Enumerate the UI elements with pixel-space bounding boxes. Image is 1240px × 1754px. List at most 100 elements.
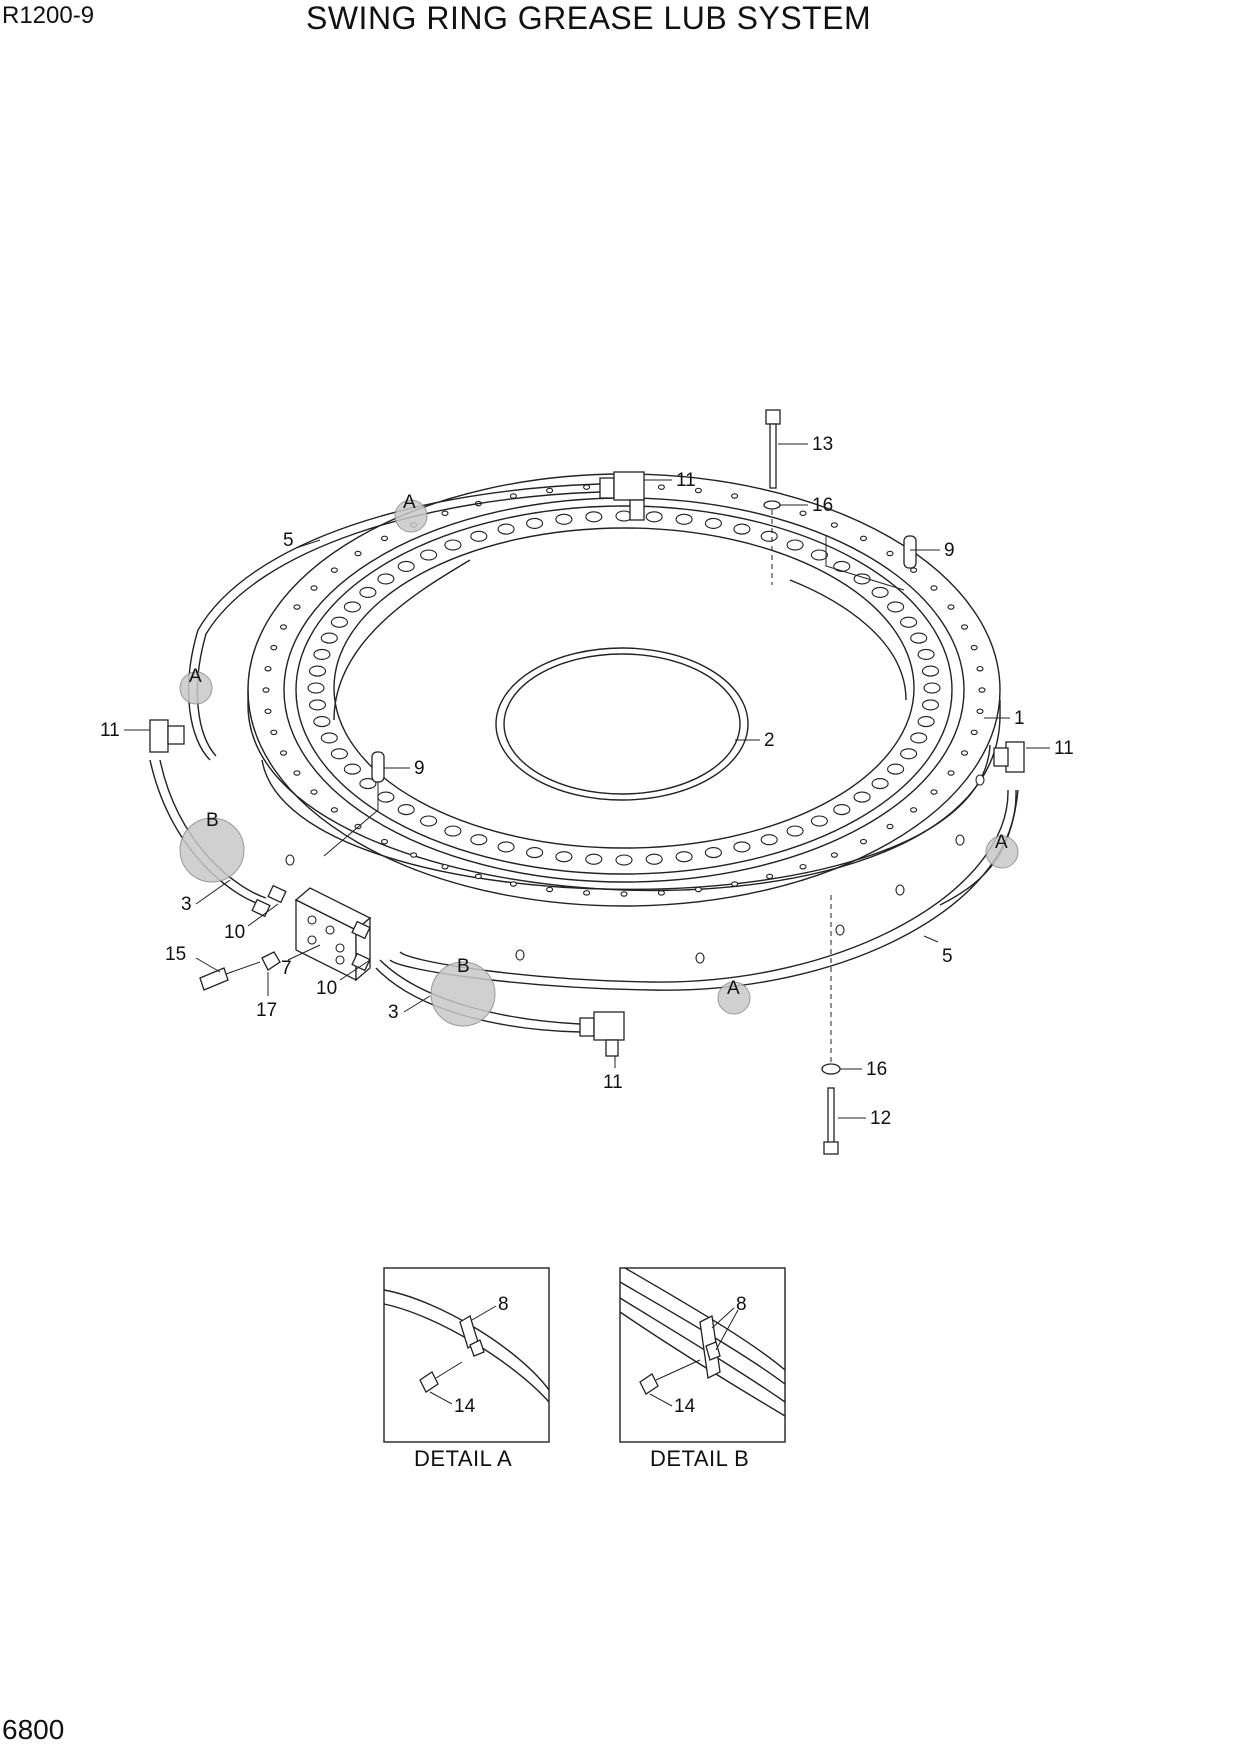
side-hole bbox=[285, 854, 295, 866]
bolt-hole bbox=[657, 484, 665, 490]
bolt-hole bbox=[313, 648, 331, 660]
bolt-hole bbox=[279, 750, 288, 756]
bolt-hole bbox=[930, 585, 938, 591]
zone-a-front: A bbox=[727, 978, 740, 999]
detail-a-callout-14: 14 bbox=[454, 1396, 476, 1417]
bolt-hole bbox=[330, 616, 348, 628]
bolt-hole bbox=[859, 535, 868, 542]
bolt-12 bbox=[823, 1087, 839, 1155]
bolt-hole bbox=[799, 510, 807, 517]
bolt-hole bbox=[546, 886, 554, 893]
bolt-hole bbox=[830, 522, 838, 528]
callout-1: 1 bbox=[1014, 708, 1025, 729]
bolt-hole bbox=[886, 550, 894, 557]
grease-line-upper bbox=[187, 483, 601, 761]
bolt-hole bbox=[731, 493, 739, 499]
bolt-hole bbox=[675, 513, 693, 525]
bolt-hole bbox=[921, 699, 940, 711]
bolt-hole bbox=[970, 729, 978, 736]
bolt-hole bbox=[871, 778, 889, 790]
bolt-hole bbox=[330, 748, 348, 760]
bolt-hole bbox=[760, 530, 778, 542]
zone-a-left: A bbox=[189, 666, 202, 687]
bolt-hole bbox=[307, 682, 325, 694]
bolt-15 bbox=[199, 961, 261, 991]
callout-11-front: 11 bbox=[603, 1072, 623, 1093]
bolt-hole bbox=[330, 807, 338, 813]
bolt-hole bbox=[330, 567, 338, 573]
bolt-hole bbox=[470, 530, 488, 542]
side-hole bbox=[835, 924, 845, 936]
side-hole bbox=[955, 834, 965, 846]
callout-16-top: 16 bbox=[812, 495, 833, 516]
leader-lines bbox=[124, 443, 1050, 1119]
model-number: R1200-9 bbox=[2, 2, 95, 29]
bolt-hole bbox=[871, 586, 889, 598]
bolt-hole bbox=[585, 511, 603, 523]
bolt-hole bbox=[410, 852, 418, 858]
bolt-hole bbox=[887, 763, 905, 775]
bolt-hole bbox=[760, 834, 778, 846]
zone-b-front: B bbox=[457, 956, 470, 977]
bolt-hole bbox=[441, 510, 449, 517]
bolt-hole bbox=[380, 838, 389, 845]
washer-16-bottom bbox=[821, 1063, 841, 1075]
page-number: 6800 bbox=[2, 1714, 65, 1745]
bolt-hole bbox=[917, 648, 935, 660]
grease-nipple-17 bbox=[261, 951, 281, 971]
swing-ring bbox=[247, 473, 1001, 964]
bolt-hole bbox=[886, 823, 894, 830]
bolt-hole bbox=[310, 585, 318, 591]
bolt-hole bbox=[380, 535, 389, 542]
side-hole bbox=[895, 884, 905, 896]
bolt-hole bbox=[900, 748, 918, 760]
bolt-hole bbox=[270, 729, 278, 736]
detail-b-panel: 8 14 bbox=[619, 1267, 786, 1443]
zone-a-top: A bbox=[403, 492, 416, 513]
bolt-hole bbox=[704, 847, 722, 859]
callout-5-upper: 5 bbox=[283, 530, 294, 551]
elbow-fitting-left bbox=[149, 719, 185, 753]
bolt-hole bbox=[262, 687, 270, 693]
bolt-hole bbox=[293, 770, 301, 776]
bolt-hole bbox=[694, 487, 702, 494]
callout-11-left: 11 bbox=[100, 720, 120, 741]
bolt-hole bbox=[910, 632, 928, 644]
bolt-hole bbox=[420, 549, 438, 561]
bolt-hole bbox=[441, 863, 449, 870]
bolt-hole bbox=[526, 517, 544, 529]
bolt-hole bbox=[343, 601, 361, 613]
zone-letters: A A A A B B bbox=[189, 492, 1008, 999]
page-title: SWING RING GREASE LUB SYSTEM bbox=[306, 0, 872, 36]
bolt-hole bbox=[733, 841, 751, 853]
bolt-hole bbox=[733, 523, 751, 535]
bolt-hole bbox=[359, 778, 377, 790]
outer-bolt-holes bbox=[262, 483, 986, 897]
bolt-hole bbox=[923, 682, 941, 694]
bolt-hole bbox=[377, 791, 395, 803]
plug-9-right bbox=[903, 535, 917, 569]
bolt-hole bbox=[947, 770, 955, 776]
bolt-hole bbox=[555, 851, 573, 863]
callout-7: 7 bbox=[281, 958, 292, 979]
detail-b-callout-8: 8 bbox=[736, 1294, 747, 1315]
bolt-hole bbox=[293, 604, 301, 610]
callout-9-right: 9 bbox=[944, 540, 955, 561]
side-hole bbox=[515, 949, 525, 961]
bolt-hole bbox=[960, 750, 969, 756]
bolt-hole bbox=[675, 851, 693, 863]
bolt-hole bbox=[583, 890, 591, 896]
detail-a-panel: 8 14 bbox=[383, 1267, 550, 1443]
bolt-hole bbox=[786, 539, 804, 551]
callout-11-top: 11 bbox=[676, 470, 696, 491]
bolt-hole bbox=[978, 687, 986, 693]
bolt-hole bbox=[585, 853, 603, 865]
callout-13: 13 bbox=[812, 434, 833, 455]
callout-labels: 13 11 16 9 1 2 11 11 9 5 5 3 10 15 7 10 … bbox=[100, 434, 1074, 1129]
elbow-fitting-top bbox=[599, 471, 645, 521]
bolt-hole bbox=[694, 886, 702, 893]
bolt-hole bbox=[930, 789, 938, 795]
callout-3-front: 3 bbox=[388, 1002, 399, 1023]
zone-b-left: B bbox=[206, 810, 219, 831]
